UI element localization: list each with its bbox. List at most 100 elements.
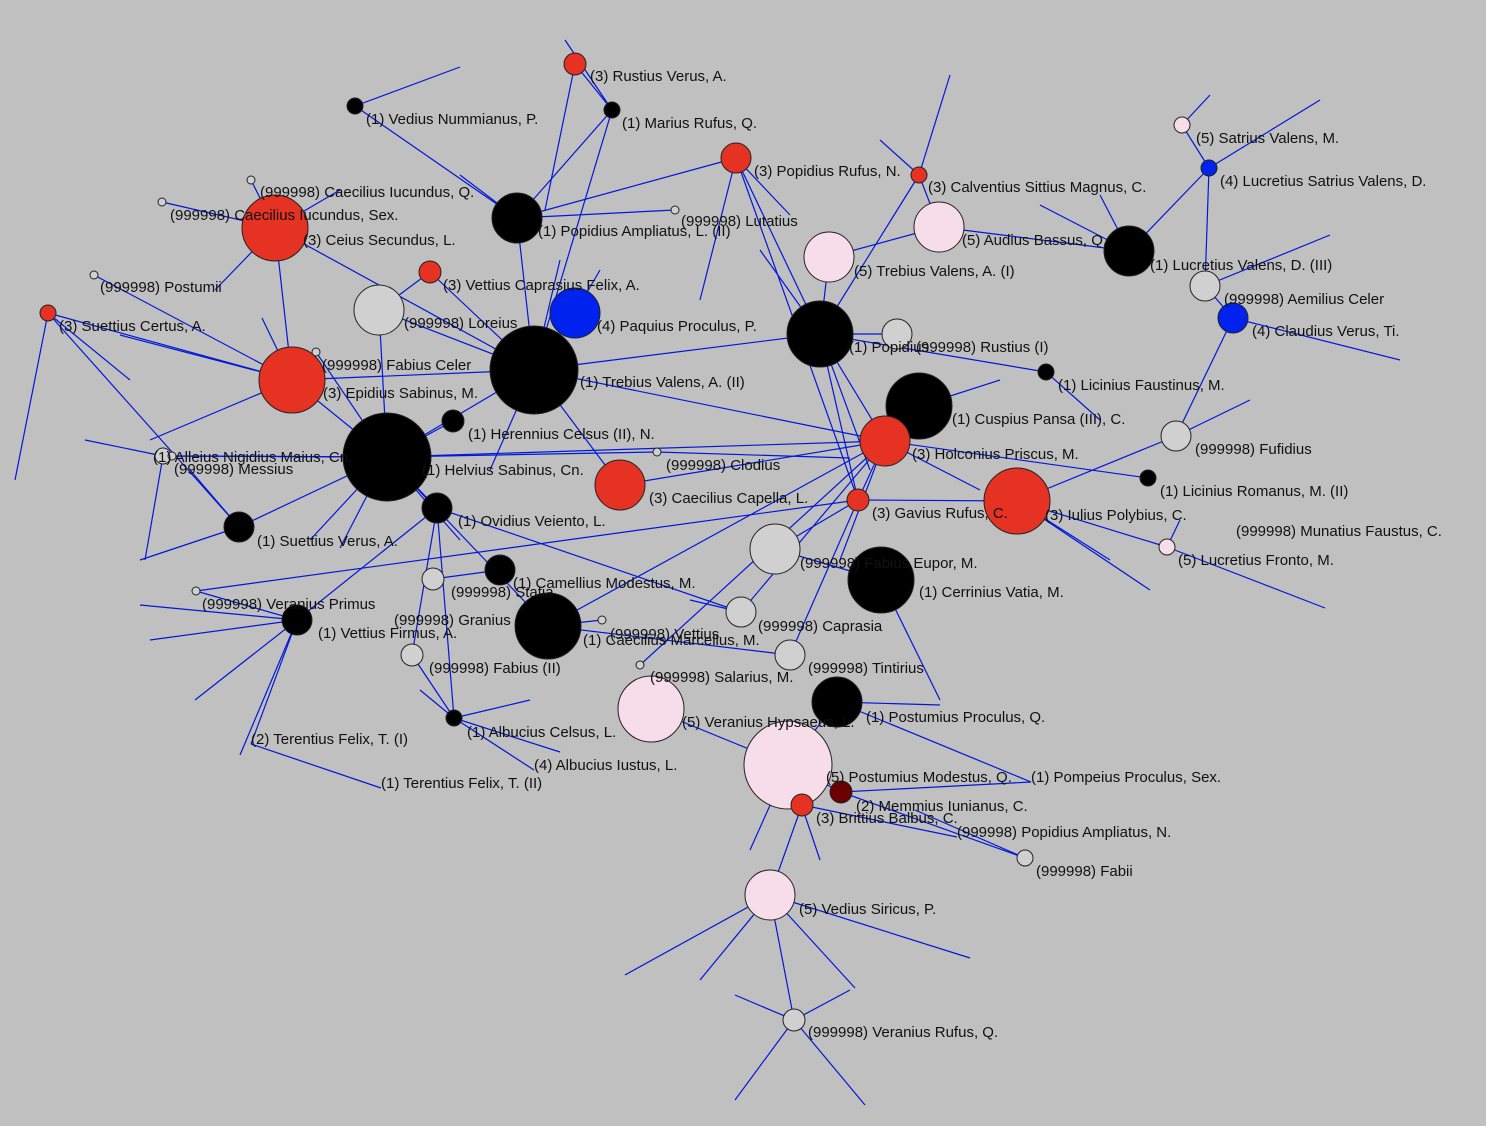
node-label-1-camellius-modestus-m: (1) Camellius Modestus, M. (513, 575, 696, 592)
node-1-vedius-nummianus-p[interactable] (346, 97, 364, 115)
node-label-3-ceius-secundus-l: (3) Ceius Secundus, L. (303, 232, 456, 249)
node-1-marius-rufus-q[interactable] (603, 101, 621, 119)
node-1-postumius-proculus-q[interactable] (811, 676, 863, 728)
node-label-1-pompeius-proculus-sex: (1) Pompeius Proculus, Sex. (1031, 769, 1221, 786)
edge-spoke-39 (47, 312, 131, 381)
node-label-1-helvius-sabinus-cn: (1) Helvius Sabinus, Cn. (422, 462, 584, 479)
edge-spoke-29 (734, 1019, 795, 1101)
node-1-suettius-verus-a[interactable] (223, 511, 255, 543)
node-999998-fabius-ii[interactable] (400, 643, 424, 667)
node-label-1-vedius-nummianus-p: (1) Vedius Nummianus, P. (366, 111, 538, 128)
node-5-satrius-valens-m[interactable] (1173, 116, 1191, 134)
node-1-popidius-ampliatus-l-ii[interactable] (491, 192, 543, 244)
edge-spoke-35 (453, 717, 561, 753)
node-label-2-terentius-felix-t-i: (2) Terentius Felix, T. (I) (251, 731, 408, 748)
node-5-audius-bassus-q[interactable] (913, 201, 965, 253)
edge-32 (386, 451, 658, 458)
node-999998-postumii[interactable] (89, 270, 99, 280)
node-2-memmius-iunianus-c[interactable] (829, 780, 853, 804)
edge-spoke-17 (139, 526, 240, 561)
node-1-ovidius-veiento-l[interactable] (421, 492, 453, 524)
node-3-epidius-sabinus-m[interactable] (258, 346, 326, 414)
edge-65 (819, 333, 1047, 373)
node-3-brittius-balbus-c[interactable] (790, 793, 814, 817)
node-label-3-suettius-certus-a: (3) Suettius Certus, A. (59, 318, 206, 335)
node-999998-aemilius-celer[interactable] (1189, 270, 1221, 302)
node-label-999998-vettius: (999998) Vettius (610, 626, 719, 643)
node-999998-fabius-eupor-m[interactable] (749, 523, 801, 575)
edge-spoke-47 (879, 139, 920, 176)
node-1-cerrinius-vatia-m[interactable] (847, 546, 915, 614)
edge-spoke-46 (918, 74, 951, 176)
node-1-caecilius-marcellus-m[interactable] (514, 592, 582, 660)
label-layer: (3) Rustius Verus, A.(1) Vedius Nummianu… (59, 68, 1442, 1041)
node-label-999998-salarius-m: (999998) Salarius, M. (650, 669, 793, 686)
node-label-1-licinius-romanus-m-ii: (1) Licinius Romanus, M. (II) (1160, 483, 1348, 500)
node-999998-caprasia[interactable] (725, 596, 757, 628)
edge-11 (516, 209, 676, 219)
node-1-trebius-valens-a-ii[interactable] (489, 325, 579, 415)
node-1-albucius-celsus-l[interactable] (445, 709, 463, 727)
node-1-popidius[interactable] (786, 300, 854, 368)
node-3-calventius-sittius-magnus-c[interactable] (910, 166, 928, 184)
edge-24 (533, 333, 821, 371)
node-5-postumius-modestus-q[interactable] (743, 720, 833, 810)
node-999998-veranius-primus[interactable] (191, 586, 201, 596)
node-3-gavius-rufus-c[interactable] (846, 488, 870, 512)
node-label-1-marius-rufus-q: (1) Marius Rufus, Q. (622, 115, 757, 132)
node-3-caecilius-capella-l[interactable] (594, 459, 646, 511)
node-label-3-epidius-sabinus-m: (3) Epidius Sabinus, M. (323, 385, 478, 402)
node-1-herennius-celsus-ii-n[interactable] (441, 409, 465, 433)
node-3-suettius-certus-a[interactable] (39, 304, 57, 322)
node-999998-lutatius[interactable] (670, 205, 680, 215)
node-5-lucretius-fronto-m[interactable] (1158, 538, 1176, 556)
node-3-holconius-priscus-m[interactable] (859, 415, 911, 467)
node-label-999998-postumii: (999998) Postumii (100, 279, 222, 296)
edge-46 (453, 717, 535, 771)
node-3-rustius-verus-a[interactable] (563, 52, 587, 76)
node-label-999998-munatius-faustus-c: (999998) Munatius Faustus, C. (1236, 523, 1442, 540)
edge-80 (938, 226, 1130, 252)
node-999998-granius[interactable] (597, 615, 607, 625)
node-4-claudius-verus-ti[interactable] (1217, 302, 1249, 334)
node-999998-veranius-rufus-q[interactable] (782, 1008, 806, 1032)
node-label-1-cerrinius-vatia-m: (1) Cerrinius Vatia, M. (919, 584, 1064, 601)
edge-spoke-30 (793, 1019, 866, 1106)
node-3-popidius-rufus-n[interactable] (720, 142, 752, 174)
edge-spoke-40 (84, 439, 164, 457)
node-label-999998-rustius-i: (999998) Rustius (I) (916, 339, 1049, 356)
node-999998-caecilius-iucundus-sex[interactable] (157, 197, 167, 207)
node-1-licinius-romanus-m-ii[interactable] (1139, 469, 1157, 487)
node-999998-messius[interactable] (167, 451, 177, 461)
node-4-paquius-proculus-p[interactable] (549, 287, 601, 339)
node-1-licinius-faustinus-m[interactable] (1037, 363, 1055, 381)
node-3-iulius-polybius-c[interactable] (983, 467, 1051, 535)
node-999998-fufidius[interactable] (1160, 420, 1192, 452)
node-label-999998-veranius-rufus-q: (999998) Veranius Rufus, Q. (808, 1024, 998, 1041)
node-3-ceius-secundus-l[interactable] (241, 194, 309, 262)
node-4-lucretius-satrius-valens-d[interactable] (1200, 159, 1218, 177)
node-label-3-popidius-rufus-n: (3) Popidius Rufus, N. (754, 163, 901, 180)
node-label-4-lucretius-satrius-valens-d: (4) Lucretius Satrius Valens, D. (1220, 173, 1426, 190)
node-999998-fabii[interactable] (1016, 849, 1034, 867)
node-1-lucretius-valens-d-iii[interactable] (1103, 225, 1155, 277)
node-5-veranius-hypsaeus-l[interactable] (617, 675, 685, 743)
node-layer (39, 52, 1249, 1032)
node-5-vedius-siricus-p[interactable] (744, 869, 796, 921)
node-999998-caecilius-iucundus-q[interactable] (246, 175, 256, 185)
node-1-helvius-sabinus-cn[interactable] (342, 412, 432, 502)
node-999998-rustius-i[interactable] (881, 318, 913, 350)
node-999998-clodius[interactable] (652, 447, 662, 457)
node-999998-tintirius[interactable] (774, 639, 806, 671)
node-999998-fabius-celer[interactable] (311, 347, 321, 357)
node-1-vettius-firmus-a[interactable] (281, 604, 313, 636)
edge-spoke-57 (656, 451, 851, 459)
node-1-camellius-modestus-m[interactable] (484, 554, 516, 586)
edge-9 (274, 227, 535, 371)
node-label-1-alleius-nigidius-maius-cn: (1) Alleius Nigidius Maius, Cn. (153, 449, 352, 466)
node-999998-statia[interactable] (421, 567, 445, 591)
node-5-trebius-valens-a-i[interactable] (803, 231, 855, 283)
node-999998-loreius[interactable] (353, 284, 405, 336)
node-999998-vettius[interactable] (635, 660, 645, 670)
node-3-vettius-caprasius-felix-a[interactable] (418, 260, 442, 284)
